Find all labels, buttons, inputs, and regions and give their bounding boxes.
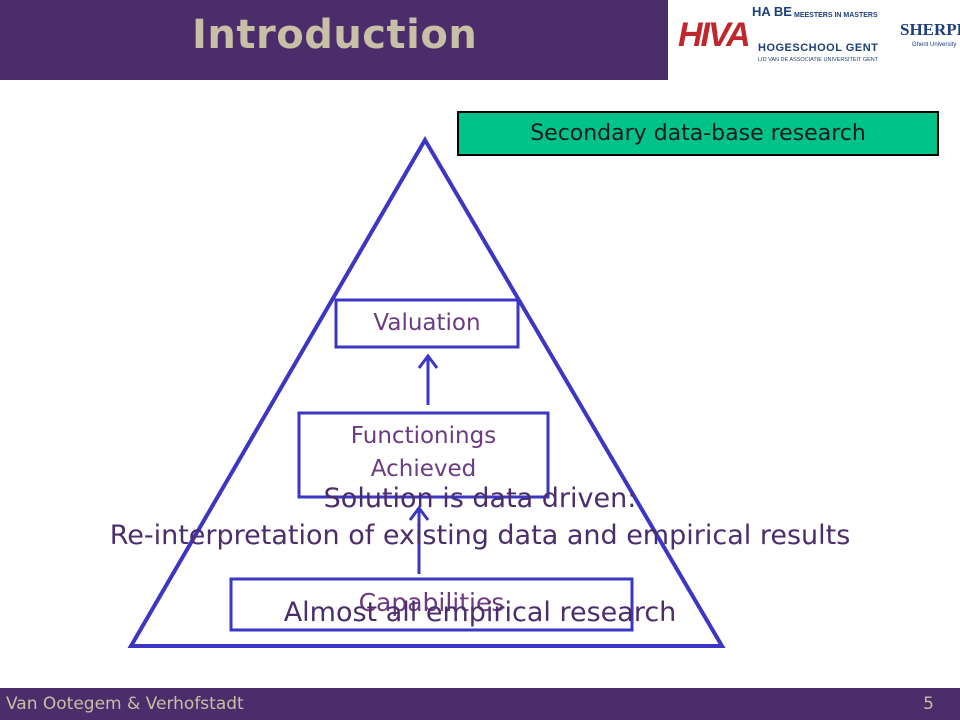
functionings-label-line2: Achieved — [370, 456, 477, 482]
associatie-text: LID VAN DE ASSOCIATIE UNIVERSITEIT GENT — [758, 57, 879, 63]
footer-authors: Van Ootegem & Verhofstadt — [6, 694, 244, 714]
solution-heading: Solution is data driven: — [323, 483, 637, 514]
page-number: 5 — [923, 694, 934, 714]
hiva-logo: HIVA — [678, 16, 751, 54]
capabilities-box — [229, 577, 634, 632]
header-bar — [0, 0, 668, 80]
functionings-box — [297, 411, 550, 499]
capabilities-label: Capabilities — [358, 588, 505, 617]
functionings-label-line1: Functionings — [350, 423, 497, 449]
pyramid-triangle — [127, 136, 726, 648]
arrow-up-icon — [417, 353, 439, 405]
functionings-label: Functionings Achieved — [299, 420, 548, 486]
research-type-box: Secondary data-base research — [457, 111, 939, 156]
sherppa-logo: SHERPPA — [900, 20, 960, 39]
footer-bar — [0, 688, 960, 720]
meesters-text: MEESTERS IN MASTERS — [794, 12, 878, 19]
research-conclusion: Almost all empirical research — [283, 597, 677, 628]
slide-title: Introduction — [192, 12, 478, 58]
solution-detail: Re-interpretation of existing data and e… — [109, 520, 851, 551]
valuation-label: Valuation — [373, 310, 481, 336]
hogeschool-gent-logo: HOGESCHOOL GENT — [758, 42, 879, 54]
habe-logo: HA BE — [752, 4, 792, 19]
valuation-box — [334, 298, 520, 349]
sherppa-subtitle: Ghent University — [912, 42, 957, 48]
partner-logos: HIVA HA BE MEESTERS IN MASTERS HOGESCHOO… — [668, 0, 960, 80]
arrow-up-icon — [408, 505, 430, 574]
